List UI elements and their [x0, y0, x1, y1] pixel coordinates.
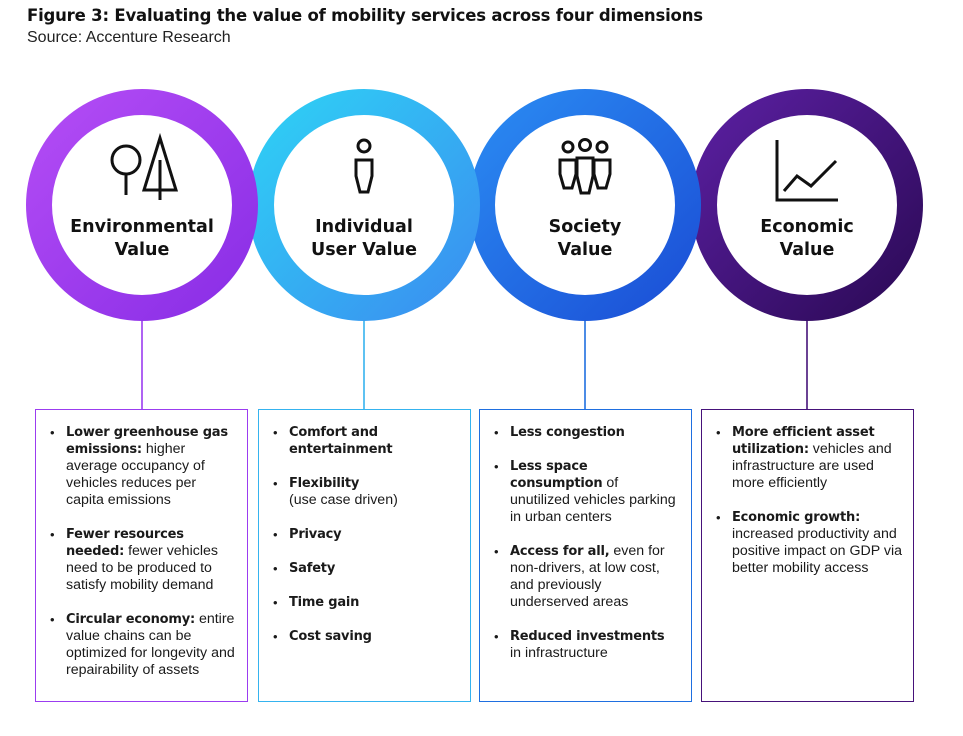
item-heading: Reduced investments	[510, 629, 665, 644]
ring-society	[469, 89, 701, 321]
list-item: Reduced investments in infrastructure	[493, 628, 681, 662]
ring-economic	[691, 89, 923, 321]
group-icon	[558, 138, 612, 195]
ring-individual	[248, 89, 480, 321]
item-heading: Circular economy:	[66, 612, 195, 627]
item-heading: Lower greenhouse gas emissions:	[66, 425, 228, 457]
bullet-list: More efficient asset utilization: vehicl…	[715, 424, 903, 577]
item-text: vehicles and infrastructure are used mor…	[732, 441, 892, 491]
item-heading: Cost saving	[289, 629, 372, 644]
card-economic: More efficient asset utilization: vehicl…	[701, 409, 914, 702]
bullet-list: Lower greenhouse gas emissions: higher a…	[49, 424, 237, 679]
item-text: fewer vehicles need to be produced to sa…	[66, 543, 218, 593]
list-item: More efficient asset utilization: vehicl…	[715, 424, 903, 492]
item-heading: Economic growth:	[732, 510, 861, 525]
item-text: of unutilized vehicles parking in urban …	[510, 475, 676, 525]
item-heading: Comfort and entertainment	[289, 425, 393, 457]
item-text: (use case driven)	[289, 492, 398, 508]
list-item: Safety	[272, 560, 460, 577]
item-text: in infrastructure	[510, 645, 608, 661]
list-item: Fewer resources needed: fewer vehicles n…	[49, 526, 237, 594]
card-environmental: Lower greenhouse gas emissions: higher a…	[35, 409, 248, 702]
ring-environmental	[26, 89, 258, 321]
item-heading: Fewer resources needed:	[66, 527, 184, 559]
list-item: Access for all, even for non-drivers, at…	[493, 543, 681, 611]
list-item: Privacy	[272, 526, 460, 543]
list-item: Less congestion	[493, 424, 681, 441]
label-line: Value	[557, 240, 613, 260]
item-heading: Less space consumption	[510, 459, 603, 491]
dimension-label-economic: Economic Value	[707, 216, 907, 262]
item-text: higher average occupancy of vehicles red…	[66, 441, 205, 508]
label-line: Value	[114, 240, 170, 260]
item-text: increased productivity and positive impa…	[732, 526, 903, 576]
list-item: Comfort and entertainment	[272, 424, 460, 458]
item-heading: Time gain	[289, 595, 360, 610]
figure-title: Figure 3: Evaluating the value of mobili…	[27, 6, 703, 25]
person-icon	[354, 138, 374, 194]
item-heading: Privacy	[289, 527, 342, 542]
line-chart-icon	[775, 140, 838, 202]
list-item: Time gain	[272, 594, 460, 611]
dimension-label-society: Society Value	[485, 216, 685, 262]
list-item: Flexibility (use case driven)	[272, 475, 460, 509]
label-line: Economic	[760, 217, 854, 237]
card-individual: Comfort and entertainment Flexibility (u…	[258, 409, 471, 702]
list-item: Economic growth: increased productivity …	[715, 509, 903, 577]
card-society: Less congestion Less space consumption o…	[479, 409, 692, 702]
label-line: Individual	[315, 217, 413, 237]
label-line: Value	[779, 240, 835, 260]
item-heading: Flexibility	[289, 476, 360, 491]
bullet-list: Comfort and entertainment Flexibility (u…	[272, 424, 460, 645]
item-text: even for non-drivers, at low cost, and p…	[510, 543, 665, 610]
list-item: Circular economy: entire value chains ca…	[49, 611, 237, 679]
item-text: entire value chains can be optimized for…	[66, 611, 235, 678]
list-item: Cost saving	[272, 628, 460, 645]
label-line: Environmental	[70, 217, 214, 237]
label-line: User Value	[311, 240, 417, 260]
bullet-list: Less congestion Less space consumption o…	[493, 424, 681, 662]
list-item: Less space consumption of unutilized veh…	[493, 458, 681, 526]
item-heading: More efficient asset utilization:	[732, 425, 875, 457]
list-item: Lower greenhouse gas emissions: higher a…	[49, 424, 237, 509]
tree-icon	[110, 132, 179, 200]
item-heading: Access for all,	[510, 544, 610, 559]
item-heading: Safety	[289, 561, 336, 576]
label-line: Society	[548, 217, 622, 237]
figure-source: Source: Accenture Research	[27, 29, 231, 46]
item-heading: Less congestion	[510, 425, 625, 440]
dimension-label-environmental: Environmental Value	[42, 216, 242, 262]
dimension-label-individual: Individual User Value	[264, 216, 464, 262]
